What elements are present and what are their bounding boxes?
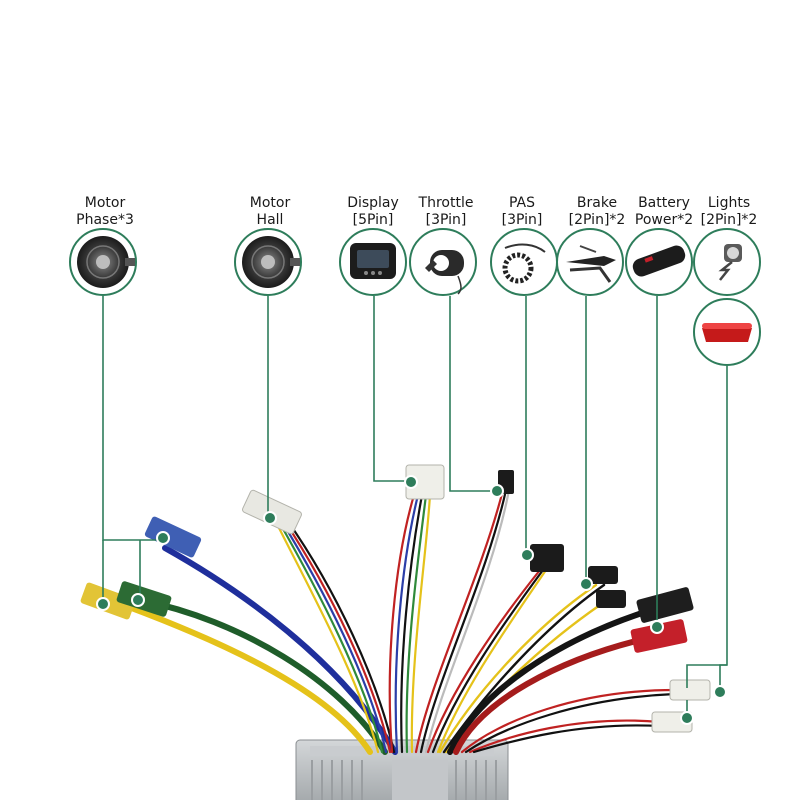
pas-sensor-icon	[502, 243, 546, 284]
dot-light-2	[680, 711, 694, 725]
label-line-2: [2Pin]*2	[568, 212, 626, 228]
lights-circle	[693, 228, 761, 296]
dot-phase-yellow	[96, 597, 110, 611]
brake-connector-2	[596, 590, 626, 608]
label-battery: Battery Power*2	[635, 195, 693, 229]
throttle-circle	[409, 228, 477, 296]
label-line-1: PAS	[508, 195, 536, 211]
callout-lines	[102, 296, 728, 718]
callout-dots	[96, 475, 727, 725]
label-line-1: Brake	[576, 195, 618, 211]
dot-battery	[650, 620, 664, 634]
battery-black-connector	[636, 587, 694, 623]
label-line-1: Motor	[84, 195, 126, 211]
hub-motor-icon	[77, 236, 135, 288]
battery-red-connector	[630, 619, 688, 653]
label-line-1: Lights	[707, 195, 751, 211]
brake-connector-1	[588, 566, 618, 584]
label-line-1: Motor	[249, 195, 291, 211]
dot-brake	[579, 577, 593, 591]
motor-hall-circle	[234, 228, 302, 296]
label-display: Display [5Pin]	[347, 195, 399, 229]
battery-circle	[625, 228, 693, 296]
dot-hall	[263, 511, 277, 525]
tail-light-circle	[693, 298, 761, 366]
label-line-2: Phase*3	[76, 212, 134, 228]
label-line-1: Display	[347, 195, 399, 211]
pas-connector	[530, 544, 564, 572]
label-line-2: Hall	[256, 212, 284, 228]
label-motor-hall: Motor Hall	[250, 195, 290, 229]
label-motor-phase: Motor Phase*3	[76, 195, 134, 229]
motor-phase-circle	[69, 228, 137, 296]
battery-pack-icon	[632, 245, 686, 277]
label-line-2: [2Pin]*2	[700, 212, 758, 228]
dot-light-1	[713, 685, 727, 699]
label-throttle: Throttle [3Pin]	[419, 195, 474, 229]
headlight-icon	[718, 244, 742, 281]
controller-box	[295, 739, 509, 800]
tail-light-icon	[702, 323, 752, 342]
dot-throttle	[490, 484, 504, 498]
label-line-2: Power*2	[634, 212, 694, 228]
lcd-display-icon	[350, 243, 396, 279]
phase-blue-connector	[144, 516, 202, 558]
label-line-2: [3Pin]	[501, 212, 543, 228]
label-line-1: Throttle	[418, 195, 474, 211]
light-connector-1	[669, 679, 711, 701]
label-line-2: [5Pin]	[352, 212, 394, 228]
dot-phase-blue	[156, 531, 170, 545]
label-brake: Brake [2Pin]*2	[569, 195, 626, 229]
dot-pas	[520, 548, 534, 562]
hub-motor-icon	[242, 236, 300, 288]
brake-circle	[556, 228, 624, 296]
dot-phase-green	[131, 593, 145, 607]
label-pas: PAS [3Pin]	[502, 195, 543, 229]
brake-lever-icon	[566, 245, 616, 283]
wire-bundle	[107, 488, 677, 755]
pas-circle	[490, 228, 558, 296]
thumb-throttle-icon	[425, 250, 464, 295]
dot-display	[404, 475, 418, 489]
label-line-1: Battery	[638, 195, 690, 211]
label-lights: Lights [2Pin]*2	[701, 195, 758, 229]
label-line-2: [3Pin]	[425, 212, 467, 228]
display-circle	[339, 228, 407, 296]
